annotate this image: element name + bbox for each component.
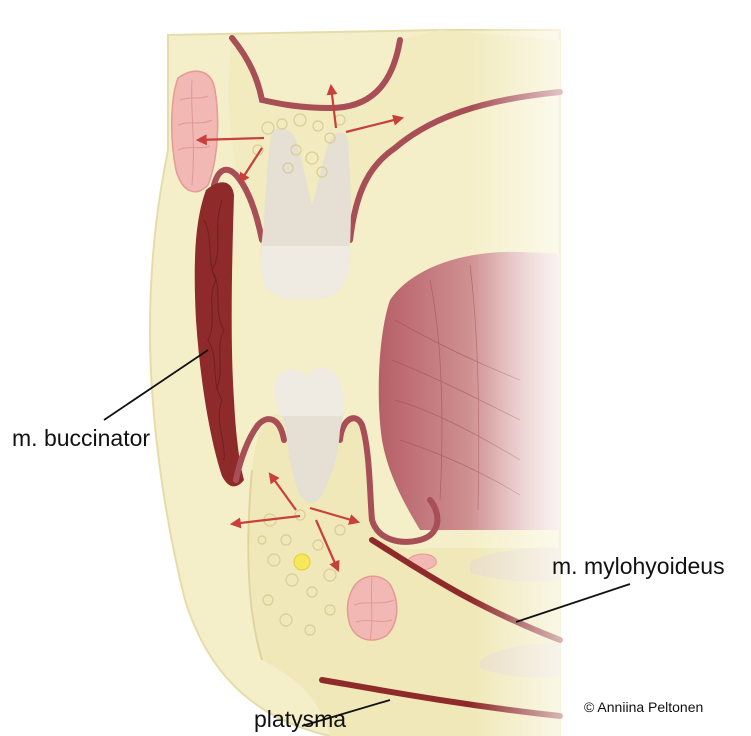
label-mylohyoideus: m. mylohyoideus: [552, 553, 725, 579]
copyright-text: © Anniina Peltonen: [584, 699, 703, 715]
label-buccinator: m. buccinator: [12, 425, 150, 451]
fade-overlay: [470, 0, 610, 736]
upper-tooth-crown: [260, 246, 350, 299]
upper-gland: [172, 71, 218, 192]
lower-tooth-crown: [274, 368, 343, 416]
mandibular-canal: [294, 554, 310, 570]
label-platysma: platysma: [254, 706, 346, 732]
fade-blank: [608, 0, 751, 736]
